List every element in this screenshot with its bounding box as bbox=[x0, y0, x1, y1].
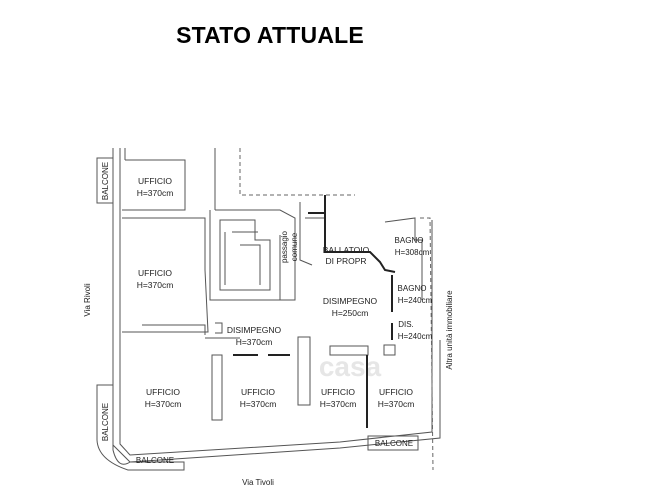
room-height: H=370cm bbox=[320, 399, 357, 409]
street-via-tivoli: Via Tivoli bbox=[242, 478, 274, 487]
balcony-label: BALCONE bbox=[375, 439, 413, 448]
neighbor-unit-label: Altra unità immobiliare bbox=[445, 290, 454, 370]
room-bagno-1: BAGNO H=308cm bbox=[395, 236, 430, 257]
room-disimpegno-1: DISIMPEGNO H=370cm bbox=[227, 325, 282, 347]
passaggio-line-1: passagio bbox=[280, 230, 289, 263]
room-name: UFFICIO bbox=[138, 176, 172, 186]
room-ufficio-1: UFFICIO H=370cm bbox=[137, 176, 174, 198]
room-height: H=250cm bbox=[332, 308, 369, 318]
room-name: DISIMPEGNO bbox=[323, 296, 378, 306]
room-name: BAGNO bbox=[398, 284, 427, 293]
watermark: casa bbox=[319, 351, 382, 382]
room-height: H=370cm bbox=[236, 337, 273, 347]
balcony-label: BALCONE bbox=[101, 403, 110, 441]
room-height: H=370cm bbox=[145, 399, 182, 409]
room-height: H=240cm bbox=[398, 332, 433, 341]
ballatoio-label: BALLATOIO DI PROPR bbox=[323, 245, 370, 266]
room-name: UFFICIO bbox=[146, 387, 180, 397]
room-name: BAGNO bbox=[395, 236, 424, 245]
room-height: H=370cm bbox=[137, 280, 174, 290]
ballatoio-line-2: DI PROPR bbox=[325, 256, 366, 266]
balcony-label: BALCONE bbox=[101, 162, 110, 200]
ballatoio-line-1: BALLATOIO bbox=[323, 245, 370, 255]
room-name: UFFICIO bbox=[138, 268, 172, 278]
room-ufficio-6: UFFICIO H=370cm bbox=[378, 387, 415, 409]
room-name: DISIMPEGNO bbox=[227, 325, 282, 335]
passaggio-line-2: comune bbox=[290, 232, 299, 261]
room-ufficio-3: UFFICIO H=370cm bbox=[145, 387, 182, 409]
walls bbox=[96, 148, 441, 471]
room-height: H=370cm bbox=[378, 399, 415, 409]
room-name: UFFICIO bbox=[241, 387, 275, 397]
room-height: H=240cm bbox=[398, 296, 433, 305]
passaggio-label: passagio comune bbox=[280, 230, 299, 263]
room-disimpegno-2: DISIMPEGNO H=250cm bbox=[323, 296, 378, 318]
room-ufficio-2: UFFICIO H=370cm bbox=[137, 268, 174, 290]
room-dis: DIS. H=240cm bbox=[398, 320, 433, 341]
room-height: H=370cm bbox=[240, 399, 277, 409]
room-ufficio-4: UFFICIO H=370cm bbox=[240, 387, 277, 409]
balcony-label: BALCONE bbox=[136, 456, 174, 465]
room-name: UFFICIO bbox=[321, 387, 355, 397]
room-name: UFFICIO bbox=[379, 387, 413, 397]
room-height: H=370cm bbox=[137, 188, 174, 198]
room-ufficio-5: UFFICIO H=370cm bbox=[320, 387, 357, 409]
room-name: DIS. bbox=[398, 320, 414, 329]
room-height: H=308cm bbox=[395, 248, 430, 257]
street-via-rivoli: Via Rivoli bbox=[83, 283, 92, 316]
plan-title: STATO ATTUALE bbox=[176, 22, 364, 48]
room-bagno-2: BAGNO H=240cm bbox=[398, 284, 433, 305]
